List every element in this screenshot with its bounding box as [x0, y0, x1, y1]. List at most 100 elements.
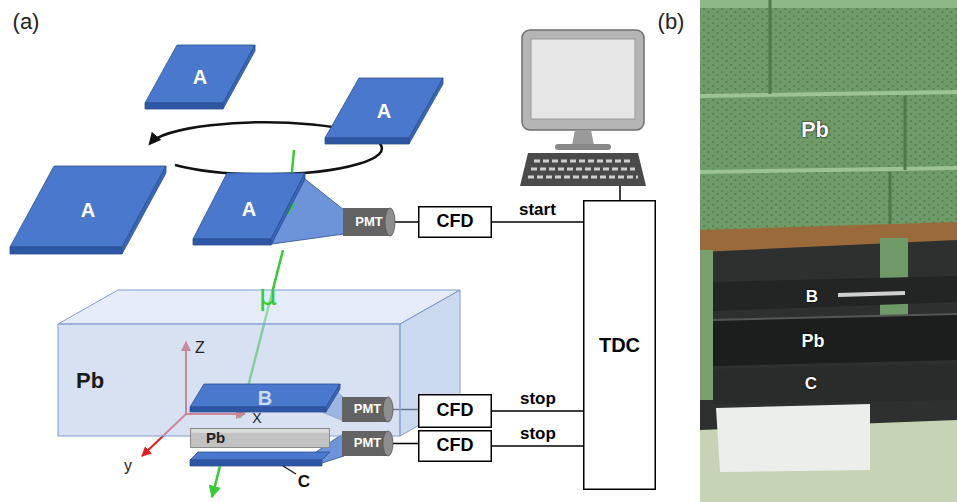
- tube-body: [342, 397, 388, 422]
- tube-end: [383, 431, 393, 456]
- plate-side: [326, 384, 340, 412]
- plate-top: [325, 78, 443, 138]
- foam-post: [700, 250, 713, 400]
- block-front: [58, 324, 400, 436]
- b-counter-slab: [713, 276, 957, 311]
- node-text: CFD: [437, 401, 474, 421]
- white-block: [716, 404, 870, 472]
- pmt-tube: PMT: [343, 208, 395, 236]
- plate-top: [10, 166, 166, 247]
- part-label: C: [298, 473, 310, 492]
- node-text: CFD: [437, 436, 474, 456]
- lead-slab-edge: [713, 314, 957, 320]
- tube-end: [383, 397, 393, 422]
- foam-texture: [700, 0, 957, 234]
- cfd-box: CFD: [418, 430, 492, 462]
- scintillator-a: A: [193, 173, 305, 245]
- plate-side: [223, 45, 255, 109]
- muon-symbol: μ: [259, 281, 277, 312]
- scintillator-plate: [190, 452, 330, 460]
- scintillator-plate: [190, 460, 322, 466]
- node-text: A: [242, 198, 256, 220]
- box-outline: [419, 395, 492, 428]
- node-text: PMT: [354, 402, 381, 416]
- monitor-screen: [531, 39, 635, 119]
- plate-side: [122, 166, 166, 254]
- node-text: Pb: [206, 430, 225, 447]
- c-counter-slab: [713, 364, 957, 404]
- keyboard-keys: [528, 176, 638, 179]
- tdc-box: TDC: [583, 200, 656, 490]
- keyboard-keys: [534, 160, 632, 163]
- plate-side: [409, 78, 443, 144]
- axis-label: Z: [195, 339, 205, 357]
- wooden-board: [700, 222, 957, 252]
- node-text: TDC: [599, 334, 640, 356]
- plate-top: [145, 45, 255, 103]
- scintillator-a: A: [325, 78, 443, 144]
- box-outline: [419, 431, 492, 462]
- signal-wire: [492, 445, 583, 447]
- computer-icon: [520, 30, 646, 186]
- node-text: A: [377, 100, 391, 122]
- signal-wire: [492, 221, 583, 223]
- node-text: Pb: [76, 369, 104, 393]
- plate-side: [271, 173, 305, 245]
- muon-track: [212, 466, 220, 497]
- setup-photo: [700, 0, 957, 502]
- foam-seam: [700, 92, 957, 96]
- monitor-base: [555, 144, 611, 150]
- node-text: PMT: [355, 215, 382, 229]
- plate-front: [325, 138, 409, 144]
- plate-front: [145, 103, 223, 109]
- keyboard-keys: [531, 168, 635, 171]
- block-faces: [58, 290, 460, 436]
- photo-label: B: [806, 288, 818, 307]
- signal-wire: [492, 410, 583, 412]
- monitor-frame: [522, 30, 644, 130]
- signal-wire: [393, 443, 418, 445]
- slab-body: [191, 429, 330, 448]
- node-text: CFD: [437, 212, 474, 232]
- tube-body: [343, 208, 390, 236]
- signal-wire: [395, 221, 418, 223]
- lead-slab: [713, 314, 957, 366]
- foam-seam: [700, 168, 957, 172]
- tube-end: [385, 208, 395, 236]
- signal-name: start: [517, 201, 558, 220]
- block-top: [58, 290, 460, 324]
- axis-label: y: [124, 457, 132, 475]
- tape-strip: [838, 291, 905, 297]
- keyboard: [520, 153, 646, 186]
- tube-body: [342, 431, 388, 456]
- box-outline: [419, 207, 492, 238]
- photo-label: Pb: [801, 332, 824, 352]
- foam-seam: [904, 96, 907, 170]
- scintillator-b: B: [190, 384, 340, 412]
- leader-line: [283, 466, 296, 474]
- axis-label: X: [252, 411, 261, 426]
- foam-blocks: [700, 0, 957, 234]
- foam-edge: [700, 0, 957, 8]
- signal-name: stop: [518, 390, 558, 409]
- scintillator-a: A: [10, 166, 166, 254]
- panel-label: (b): [658, 10, 685, 34]
- node-text: A: [81, 199, 95, 221]
- signal-name: stop: [518, 425, 558, 444]
- plate-front: [10, 247, 122, 254]
- foam-seam: [769, 0, 772, 94]
- pmt-tube: PMT: [342, 397, 393, 422]
- box-outline: [584, 201, 656, 490]
- lead-plate: Pb: [190, 428, 330, 448]
- plate-front: [193, 239, 271, 245]
- node-text: PMT: [354, 436, 381, 450]
- node-text: B: [258, 387, 272, 409]
- photo-label: C: [805, 375, 817, 394]
- node-text: A: [193, 66, 207, 88]
- cfd-box: CFD: [418, 394, 492, 428]
- monitor-stand: [572, 130, 594, 145]
- pmt-tube: PMT: [342, 431, 393, 456]
- photo-ground: [700, 0, 957, 502]
- data-cable: [619, 186, 621, 200]
